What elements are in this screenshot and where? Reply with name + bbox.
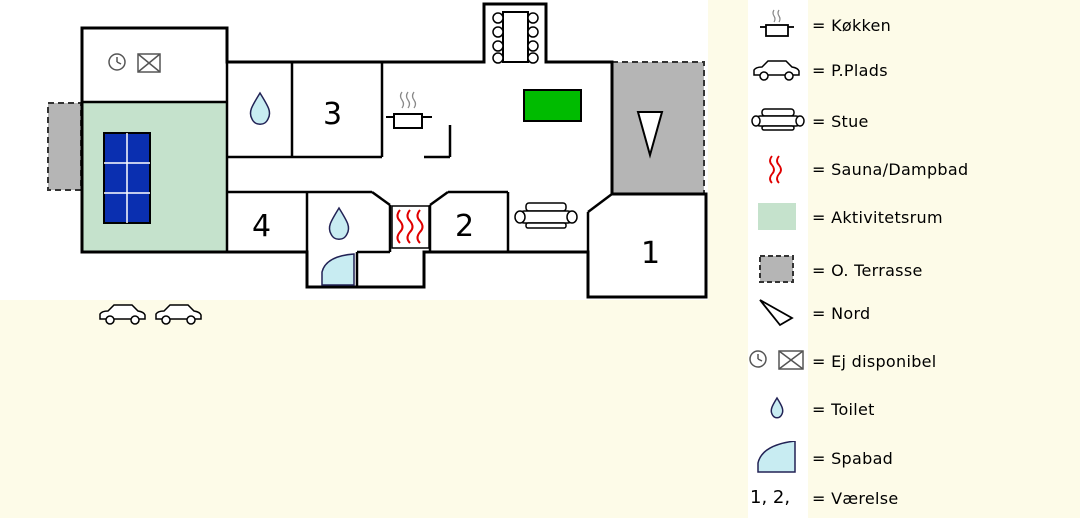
north-arrow-icon xyxy=(759,299,794,327)
spa-bath-icon xyxy=(757,441,796,473)
room-number-4: 4 xyxy=(252,209,271,244)
spa-bath-icon xyxy=(321,253,355,286)
sauna-steam-icon xyxy=(769,155,782,184)
legend-item-north: = Nord xyxy=(712,296,1080,330)
legend-item-unavailable: = Ej disponibel xyxy=(712,344,1080,378)
car-icon xyxy=(753,60,800,81)
legend-label: = Køkken xyxy=(812,16,892,35)
toilet-drop-icon xyxy=(249,91,271,125)
legend-label: = Nord xyxy=(812,304,871,323)
legend-item-spa: = Spabad xyxy=(712,441,1080,475)
legend-item-parking: = P.Plads xyxy=(712,53,1080,87)
legend-label: = Ej disponibel xyxy=(812,352,937,371)
sofa-icon xyxy=(751,108,805,131)
west-terrace xyxy=(47,102,82,191)
legend-label: = Sauna/Dampbad xyxy=(812,160,969,179)
legend-item-kitchen: = Køkken xyxy=(712,8,1080,42)
skylight-window xyxy=(103,132,151,224)
floor-plan: 3 4 2 1 xyxy=(47,2,708,299)
legend-item-living-room: = Stue xyxy=(712,104,1080,138)
dining-table xyxy=(492,11,539,64)
toilet-drop-icon xyxy=(770,396,784,419)
legend-item-terrace: = O. Terrasse xyxy=(712,253,1080,287)
legend-label: = O. Terrasse xyxy=(812,261,923,280)
kitchen-pot-icon xyxy=(386,91,432,129)
legend-label: = P.Plads xyxy=(812,61,888,80)
legend-label: = Stue xyxy=(812,112,869,131)
legend-label: = Toilet xyxy=(812,400,875,419)
legend-item-room: 1, 2, = Værelse xyxy=(712,481,1080,515)
kitchen-pot-icon xyxy=(760,9,794,37)
legend-label: = Aktivitetsrum xyxy=(812,208,943,227)
pool-table xyxy=(523,89,582,122)
room-number-2: 2 xyxy=(455,209,474,244)
parking-area xyxy=(99,304,202,325)
room-number-3: 3 xyxy=(323,97,342,132)
sofa-icon xyxy=(514,202,578,229)
legend-label: = Spabad xyxy=(812,449,894,468)
unavailable-icon xyxy=(108,53,161,73)
sauna-steam-icon xyxy=(391,205,430,249)
legend-label: = Værelse xyxy=(812,489,899,508)
legend: = Køkken = P.Plads = Stue = Sauna/Dampba… xyxy=(712,0,1080,518)
activity-room-swatch xyxy=(758,203,796,230)
terrace-swatch xyxy=(759,255,794,283)
room-number-1: 1 xyxy=(641,236,660,271)
room-numbers: 1, 2, xyxy=(750,487,791,508)
north-arrow-icon xyxy=(636,111,664,159)
toilet-drop-icon xyxy=(328,206,350,240)
unavailable-icon xyxy=(749,350,804,370)
legend-item-sauna: = Sauna/Dampbad xyxy=(712,152,1080,186)
car-icon xyxy=(99,304,146,325)
car-icon xyxy=(155,304,202,325)
interior-walls xyxy=(82,62,613,287)
floor-plan-area: 3 4 2 1 xyxy=(0,0,708,300)
legend-item-activity-room: = Aktivitetsrum xyxy=(712,200,1080,234)
legend-item-toilet: = Toilet xyxy=(712,392,1080,426)
